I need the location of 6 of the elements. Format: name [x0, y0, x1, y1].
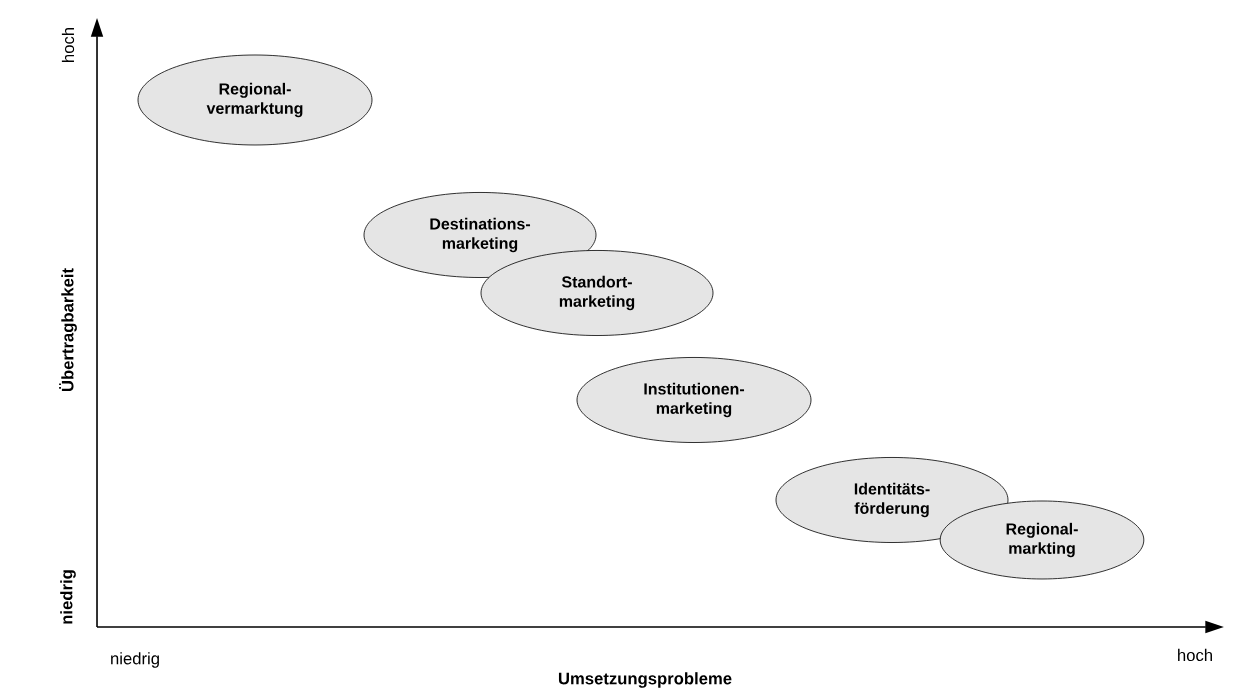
axis-label: hoch: [1178, 648, 1212, 662]
axis-title: Übertragbarkeit: [59, 268, 77, 392]
axis-title: Umsetzungsprobleme: [558, 672, 732, 688]
axis-label: hoch: [61, 28, 75, 62]
axis-label: niedrig: [60, 570, 76, 624]
axis-label: niedrig: [111, 652, 159, 668]
